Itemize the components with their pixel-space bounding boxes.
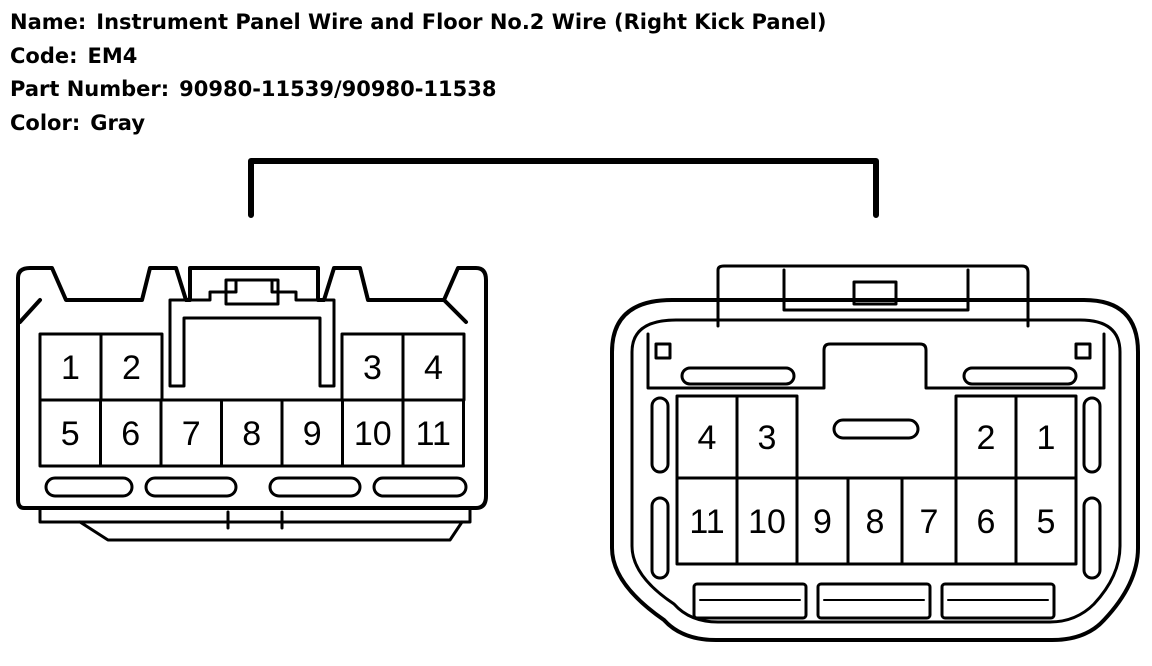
left-latch-tab (224, 278, 280, 306)
right-top-slot-left (680, 366, 796, 386)
part-number-label: Part Number: (10, 77, 170, 101)
left-pin-11-label: 11 (416, 415, 451, 453)
right-pin-11-label: 11 (689, 503, 724, 541)
right-pin-3-label: 3 (758, 419, 777, 457)
right-connector-latch (646, 332, 1106, 390)
right-connector-hood (716, 264, 1030, 328)
right-side-slot-right-upper (1082, 396, 1102, 474)
left-pin-grid: 1 2 3 4 5 6 7 8 9 10 11 (38, 332, 466, 468)
left-pin-7-label: 7 (182, 415, 201, 453)
right-pin-2-label: 2 (977, 419, 996, 457)
left-pin-4-label: 4 (424, 349, 443, 387)
name-value: Instrument Panel Wire and Floor No.2 Wir… (96, 10, 827, 34)
left-connector-bottom-rail (38, 506, 472, 542)
left-pin-9-label: 9 (303, 415, 322, 453)
right-latch-bar (832, 418, 920, 440)
right-pin-5-cavity (1014, 476, 1078, 566)
left-pin-11-cavity (401, 398, 465, 468)
name-row: Name: Instrument Panel Wire and Floor No.… (10, 6, 826, 40)
right-pin-5-label: 5 (1037, 503, 1056, 541)
right-top-slot-right (962, 366, 1078, 386)
left-slot-4 (372, 476, 468, 498)
left-slot-1 (44, 476, 134, 498)
right-bottom-slot-1 (692, 582, 808, 620)
code-value: EM4 (87, 43, 138, 68)
left-pin-6-label: 6 (121, 415, 140, 453)
left-slot-2 (144, 476, 238, 498)
right-corner-mark-right (1074, 342, 1092, 360)
right-pin-8-label: 8 (866, 503, 885, 541)
color-label: Color: (10, 110, 81, 135)
left-pin-1-label: 1 (61, 349, 80, 387)
part-number-value: 90980-11539/90980-11538 (179, 77, 497, 101)
right-hood-tab (852, 280, 898, 306)
connector-info: Name: Instrument Panel Wire and Floor No.… (10, 6, 826, 140)
right-corner-mark-left (654, 342, 672, 360)
left-pin-3-label: 3 (363, 349, 382, 387)
code-row: Code: EM4 (10, 40, 826, 74)
right-side-slot-left-lower (650, 496, 670, 580)
left-connector-body (16, 266, 488, 510)
right-side-slot-right-lower (1082, 496, 1102, 580)
right-pin-4-label: 4 (698, 419, 717, 457)
left-pin-8-label: 8 (242, 415, 261, 453)
code-label: Code: (10, 43, 78, 68)
right-connector-inner-outline (630, 318, 1122, 624)
right-bottom-slot-2 (816, 582, 932, 620)
left-connector-inner-outline (18, 298, 468, 324)
right-pin-1-label: 1 (1037, 419, 1056, 457)
left-pin-10-label: 10 (354, 415, 392, 453)
right-side-slot-left-upper (650, 396, 670, 474)
left-connector-latch (168, 278, 336, 388)
right-bottom-slot-3 (940, 582, 1056, 620)
right-pin-9-label: 9 (813, 503, 832, 541)
left-pin-2-label: 2 (122, 349, 141, 387)
right-pin-6-label: 6 (977, 503, 996, 541)
connector-pair-bracket (248, 158, 879, 218)
right-pin-10-label: 10 (748, 503, 786, 541)
name-label: Name: (10, 10, 87, 34)
color-value: Gray (90, 110, 146, 135)
part-number-row: Part Number: 90980-11539/90980-11538 (10, 73, 826, 107)
left-slot-3 (268, 476, 362, 498)
right-pin-7-label: 7 (920, 503, 939, 541)
right-connector-body (610, 298, 1140, 642)
left-pin-5-label: 5 (61, 415, 80, 453)
color-row: Color: Gray (10, 107, 826, 141)
left-connector: 1 2 3 4 5 6 7 8 9 10 11 (16, 266, 488, 542)
